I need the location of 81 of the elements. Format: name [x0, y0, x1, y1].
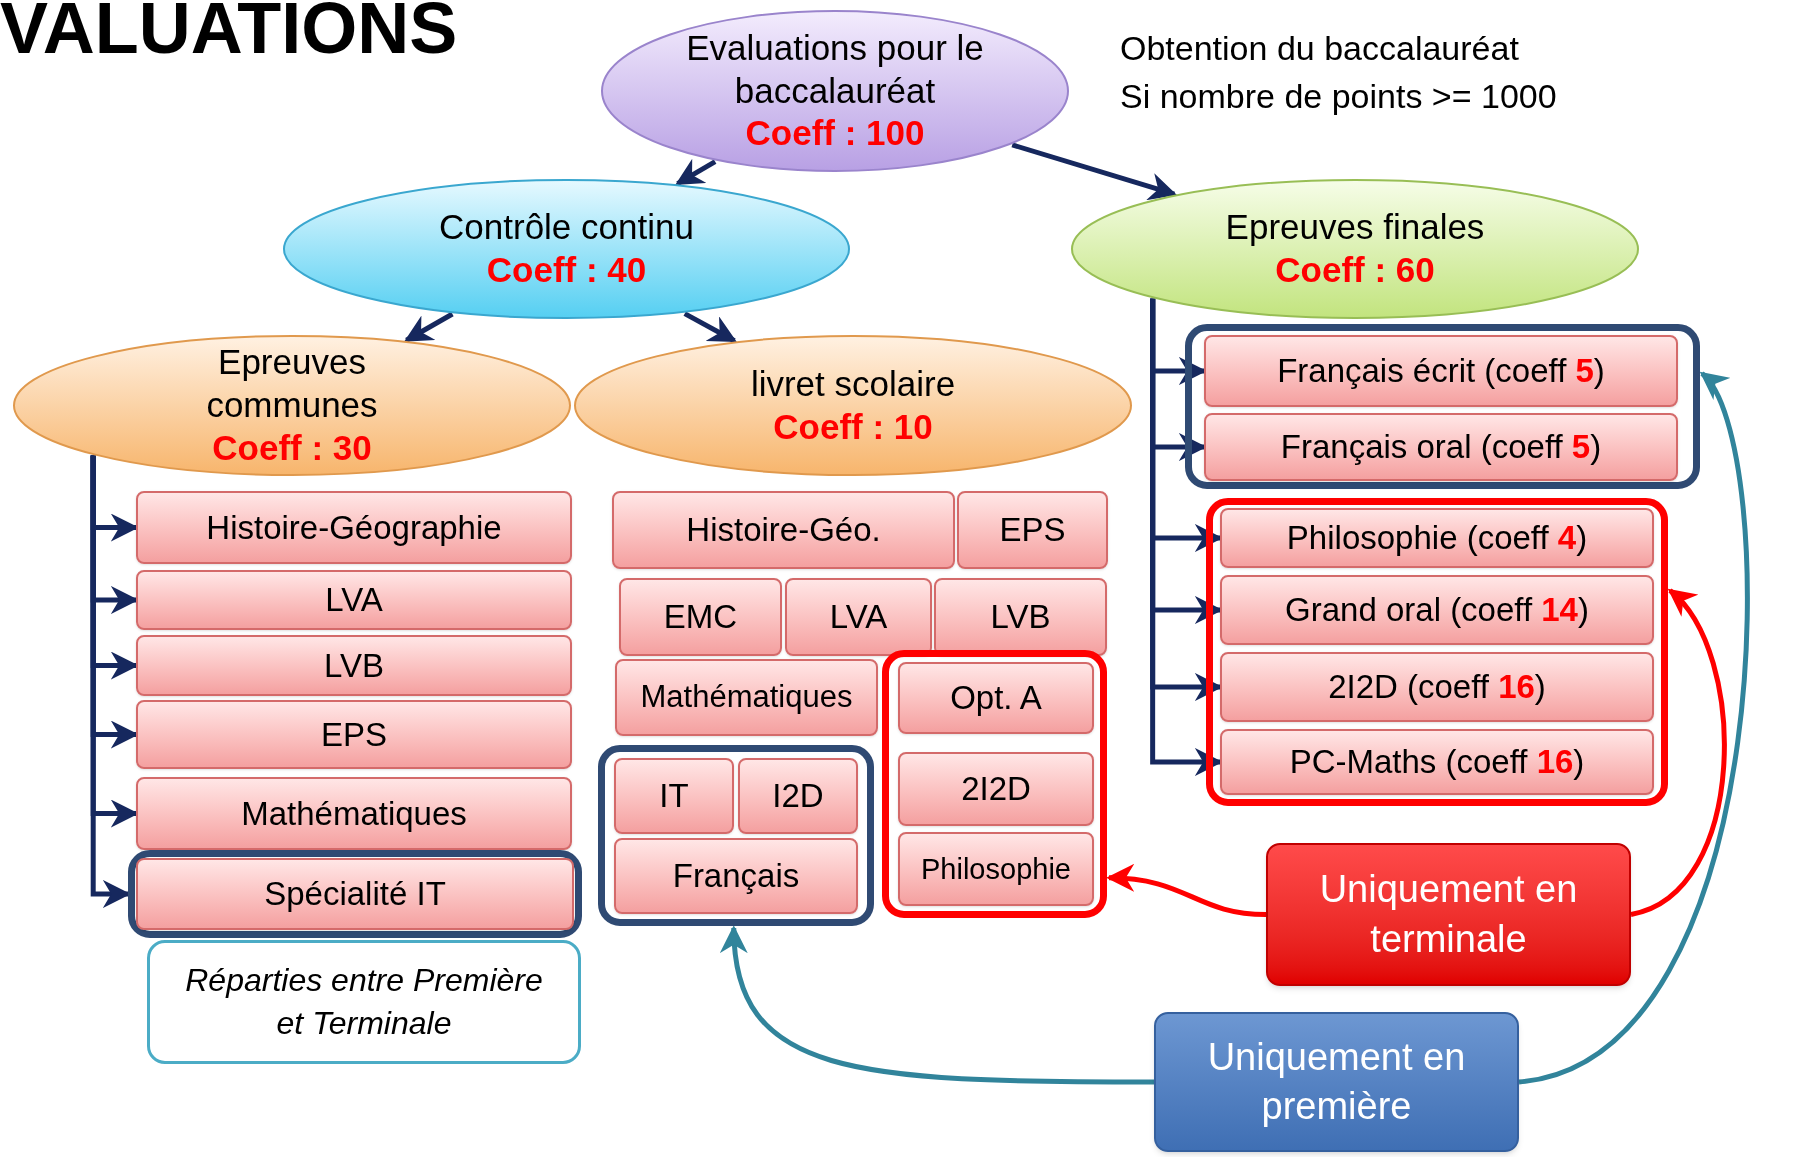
group-outline [128, 850, 582, 938]
arrow [721, 925, 1154, 1085]
subject-label: Grand oral (coeff 14) [1285, 590, 1589, 631]
subject-label: EPS [320, 714, 387, 755]
subject-box [785, 578, 932, 656]
callout-box [1266, 843, 1631, 986]
subject-box [898, 662, 1094, 734]
subject-label: Spécialité IT [264, 874, 446, 915]
subject-box [1220, 652, 1654, 722]
callout-text: Uniquement en première [1206, 1034, 1467, 1129]
subject-label: LVA [325, 580, 383, 621]
note-text: Obtention du baccalauréat [1120, 28, 1520, 69]
arrow [404, 311, 454, 343]
subject-box [619, 578, 782, 656]
subject-label: Français oral (coeff 5) [1280, 427, 1602, 468]
subject-box [957, 491, 1108, 569]
subject-box [738, 758, 858, 834]
arrow [1630, 588, 1727, 917]
subject-label: IT [659, 776, 689, 817]
subject-box [1220, 575, 1654, 645]
subject-label: EMC [663, 597, 738, 638]
node-title: Epreuves finales [1224, 206, 1486, 249]
callout-text: Uniquement en terminale [1318, 867, 1579, 962]
subject-box [1220, 508, 1654, 568]
arrow [1518, 371, 1750, 1085]
coefficient-label: Coeff : 60 [1275, 249, 1435, 291]
subject-box [898, 752, 1094, 826]
subject-box [614, 838, 858, 914]
page-title: VALUATIONS [0, 0, 458, 64]
subject-label: Philosophie [921, 851, 1071, 887]
subject-label: LVB [990, 597, 1051, 638]
subject-label: Histoire-Géo. [686, 510, 881, 551]
subject-label: Philosophie (coeff 4) [1286, 518, 1588, 559]
subject-label: Français [672, 856, 800, 897]
subject-box [136, 777, 572, 850]
arrow [675, 158, 717, 186]
subject-box [898, 832, 1094, 906]
coefficient-label: Coeff : 100 [745, 112, 925, 155]
subject-box [614, 758, 734, 834]
arrow [683, 311, 737, 343]
subject-label: 2I2D (coeff 16) [1328, 667, 1546, 708]
node-title: Epreuves communes [205, 341, 379, 427]
callout-box [1154, 1012, 1519, 1152]
arrow [90, 455, 131, 908]
arrow [1106, 864, 1267, 917]
subject-box [1220, 729, 1654, 795]
node-title: Contrôle continu [438, 206, 695, 249]
subject-box [1204, 413, 1678, 481]
subject-box [136, 491, 572, 564]
subject-label: LVA [829, 597, 888, 638]
subject-box [136, 635, 572, 696]
subject-box [136, 700, 572, 769]
subject-label: Français écrit (coeff 5) [1277, 351, 1605, 392]
subject-label: PC-Maths (coeff 16) [1289, 742, 1585, 783]
group-outline [598, 745, 874, 926]
arrow [1011, 142, 1177, 201]
subject-box [934, 578, 1107, 656]
subject-label: LVB [324, 645, 384, 686]
subject-label: I2D [772, 776, 824, 817]
subject-box [1204, 335, 1678, 407]
subject-box [136, 858, 574, 930]
subject-label: Opt. A [950, 678, 1042, 719]
subject-label: Mathématiques [640, 678, 853, 717]
subject-label: Mathématiques [241, 793, 467, 834]
subject-label: Histoire-Géographie [206, 507, 502, 548]
note-text: Si nombre de points >= 1000 [1120, 76, 1557, 118]
subject-label: EPS [999, 510, 1066, 551]
note-box [147, 940, 581, 1064]
group-outline [882, 650, 1107, 918]
node-title: Evaluations pour le baccalauréat [685, 26, 985, 112]
node-title: livret scolaire [749, 362, 957, 405]
subject-box [136, 570, 572, 630]
coefficient-label: Coeff : 10 [773, 405, 933, 448]
group-outline [1185, 324, 1700, 489]
subject-label: 2I2D [961, 769, 1031, 810]
group-outline [1206, 498, 1668, 806]
coefficient-label: Coeff : 30 [212, 426, 372, 469]
note-text: Réparties entre Première et Terminale [184, 960, 544, 1043]
coefficient-label: Coeff : 40 [486, 249, 647, 291]
subject-box [612, 491, 955, 569]
subject-box [615, 659, 878, 736]
